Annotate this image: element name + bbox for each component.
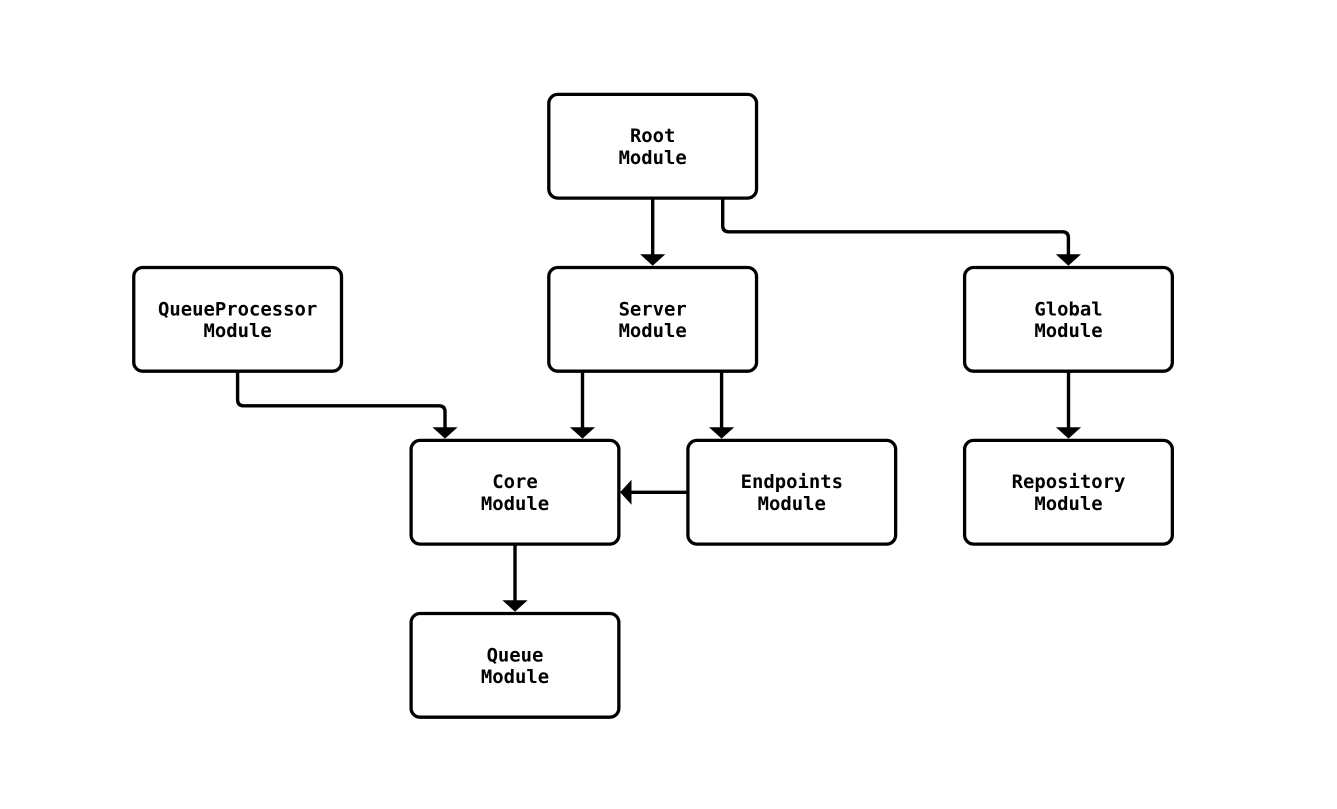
- svg-text:Core: Core: [492, 471, 538, 493]
- svg-text:Module: Module: [481, 493, 549, 515]
- svg-text:Module: Module: [481, 666, 549, 688]
- svg-text:QueueProcessor: QueueProcessor: [158, 298, 317, 320]
- svg-text:Module: Module: [1034, 320, 1102, 342]
- svg-text:Module: Module: [758, 493, 826, 515]
- svg-text:Module: Module: [619, 320, 687, 342]
- svg-text:Module: Module: [619, 147, 687, 169]
- svg-text:Server: Server: [619, 298, 687, 320]
- svg-text:Endpoints: Endpoints: [741, 471, 843, 493]
- svg-text:Global: Global: [1034, 298, 1102, 320]
- svg-text:Module: Module: [1034, 493, 1102, 515]
- svg-text:Repository: Repository: [1012, 471, 1126, 493]
- svg-text:Root: Root: [630, 125, 676, 147]
- svg-text:Queue: Queue: [487, 644, 544, 666]
- svg-text:Module: Module: [203, 320, 271, 342]
